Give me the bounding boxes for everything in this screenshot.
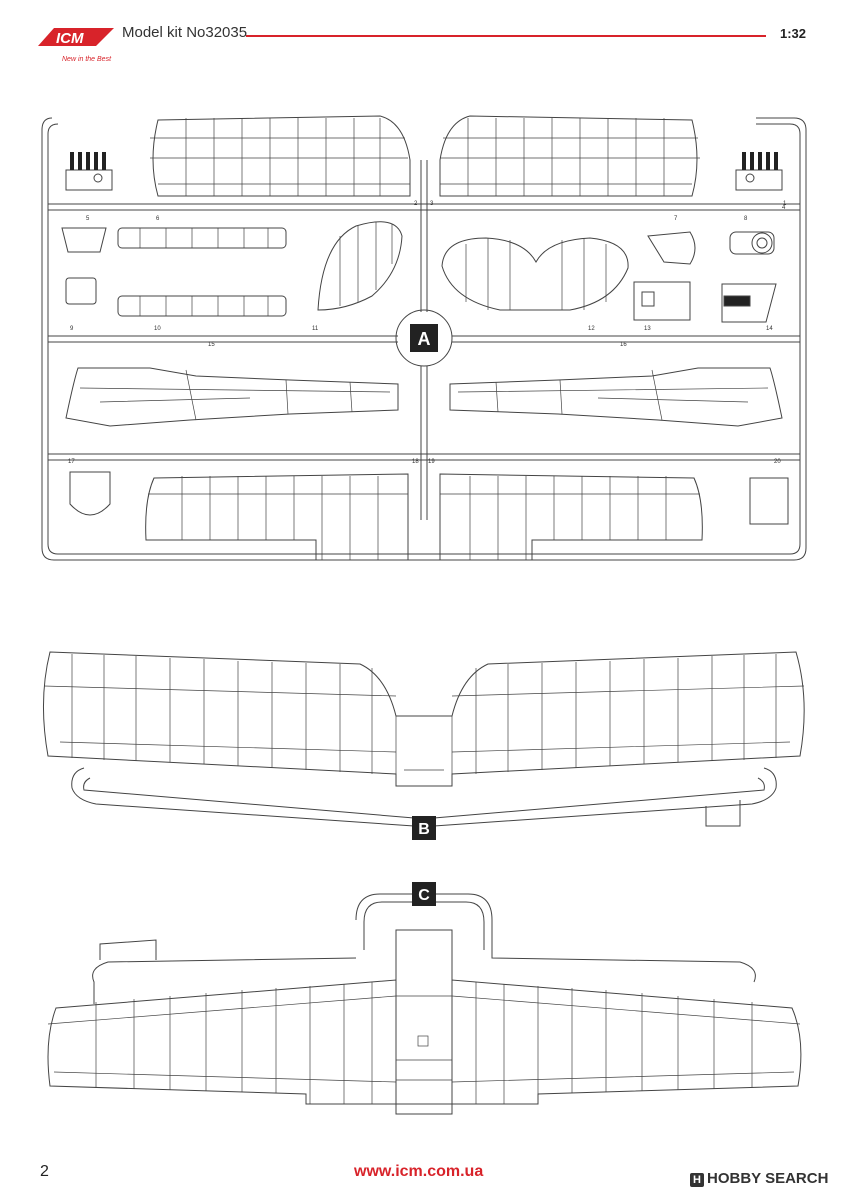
upper-wing-left-ribs (150, 118, 410, 196)
sprue-b-upper-wing (42, 651, 805, 787)
part-number-4: 4 (782, 205, 786, 211)
logo-brand-text: ICM (56, 30, 84, 47)
sprue-c-center-detail (396, 995, 452, 1081)
icm-logo: ICM New in the Best (34, 20, 124, 66)
page-number: 2 (40, 1163, 49, 1180)
part-18-ribs (148, 476, 408, 560)
part-11-ribs (339, 222, 393, 306)
sprue-c-center-section (395, 929, 453, 1115)
part-9-plate (65, 277, 97, 305)
part-number-1: 1 (783, 201, 787, 207)
part-number-16: 16 (620, 342, 627, 348)
upper-wing-right-part (439, 115, 698, 197)
part-11-tail-fin (317, 221, 403, 311)
part-15-fuselage-left (65, 367, 399, 427)
part-number-18: 18 (412, 459, 419, 465)
part-13-window (641, 291, 655, 307)
part-16-detail (457, 369, 769, 421)
part-number-11: 11 (312, 326, 319, 332)
part-number-9: 9 (70, 326, 74, 332)
sprue-c-runner (92, 893, 756, 1004)
part-number-19: 19 (428, 459, 435, 465)
sprue-a-runner-1 (48, 203, 800, 211)
part-number-2: 2 (414, 201, 418, 207)
part-5-seat (61, 227, 107, 253)
part-number-3: 3 (430, 201, 434, 207)
sprue-c-ribs (47, 982, 801, 1104)
sprue-a-part-numbers: 1 2 3 4 5 6 7 8 9 10 11 12 13 14 15 16 1… (68, 201, 787, 465)
sprue-c-lower-wing (47, 979, 802, 1115)
part-number-5: 5 (86, 216, 90, 222)
part-number-12: 12 (588, 326, 595, 332)
part-8-wheel-assembly (729, 231, 775, 255)
sprue-b-ribs (43, 654, 805, 786)
upper-wing-left-part (152, 115, 411, 197)
part-12-tailplane (441, 237, 629, 311)
part-number-7: 7 (674, 216, 678, 222)
sprue-a-hub (395, 309, 453, 367)
part-number-20: 20 (774, 459, 781, 465)
header-rule (246, 35, 766, 37)
watermark-text: HOBBY SEARCH (707, 1170, 829, 1187)
part-number-17: 17 (68, 459, 75, 465)
part-19-ribs (440, 476, 700, 560)
sprue-a-label: A (418, 329, 431, 349)
sprue-a-runner-3 (48, 453, 800, 461)
sprue-c: C (47, 882, 802, 1115)
part-14-fill (723, 295, 751, 307)
kit-title: Model kit No32035 (122, 24, 248, 41)
footer-url[interactable]: www.icm.com.ua (354, 1163, 484, 1180)
sprue-a-frame (41, 117, 807, 561)
part-17-shield (69, 471, 111, 516)
sprue-c-label: C (418, 887, 430, 904)
sprue-b-runner-inner (83, 777, 765, 819)
part-number-13: 13 (644, 326, 651, 332)
part-6-strip (117, 227, 287, 249)
engine-part-right (735, 152, 783, 191)
sprue-a-label-box (410, 324, 438, 352)
part-14-panel (721, 283, 777, 323)
sprue-b-label-box (412, 816, 436, 840)
part-20-saddle (749, 477, 789, 525)
upper-wing-right-ribs (440, 118, 700, 196)
part-7-bracket (647, 231, 696, 265)
part-number-8: 8 (744, 216, 748, 222)
engine-part-left (65, 152, 113, 191)
scale-label: 1:32 (780, 26, 807, 41)
part-number-10: 10 (154, 326, 161, 332)
sprue-b-tab (705, 800, 741, 827)
sprue-a-runner-2 (48, 335, 800, 343)
part-18-lower-wing-left (145, 473, 409, 561)
sprue-c-runner-inner (363, 901, 485, 950)
sprue-a: A 1 2 3 4 5 6 7 8 9 10 11 12 13 14 15 16… (41, 115, 807, 561)
part-number-6: 6 (156, 216, 160, 222)
sprue-c-label-box (412, 882, 436, 906)
icm-logo-mark: ICM New in the Best (38, 28, 114, 63)
part-6-ribs (139, 228, 269, 248)
part-10-strip (117, 295, 287, 317)
sprue-a-runner-center (420, 160, 428, 520)
sprue-a-frame-inner (47, 123, 801, 555)
sprue-b: B (42, 651, 805, 840)
part-number-14: 14 (766, 326, 773, 332)
part-19-lower-wing-right (439, 473, 703, 561)
sprue-b-runner (71, 767, 777, 827)
part-15-detail (79, 369, 391, 421)
sprue-b-label: B (418, 821, 430, 838)
logo-tagline: New in the Best (62, 56, 112, 63)
part-12-ribs (465, 238, 607, 310)
part-13-box (633, 281, 691, 321)
sprue-c-tab (99, 939, 157, 960)
part-10-ribs (139, 296, 269, 316)
part-16-fuselage-right (449, 367, 783, 427)
part-number-15: 15 (208, 342, 215, 348)
hobby-search-icon: H (690, 1173, 704, 1187)
